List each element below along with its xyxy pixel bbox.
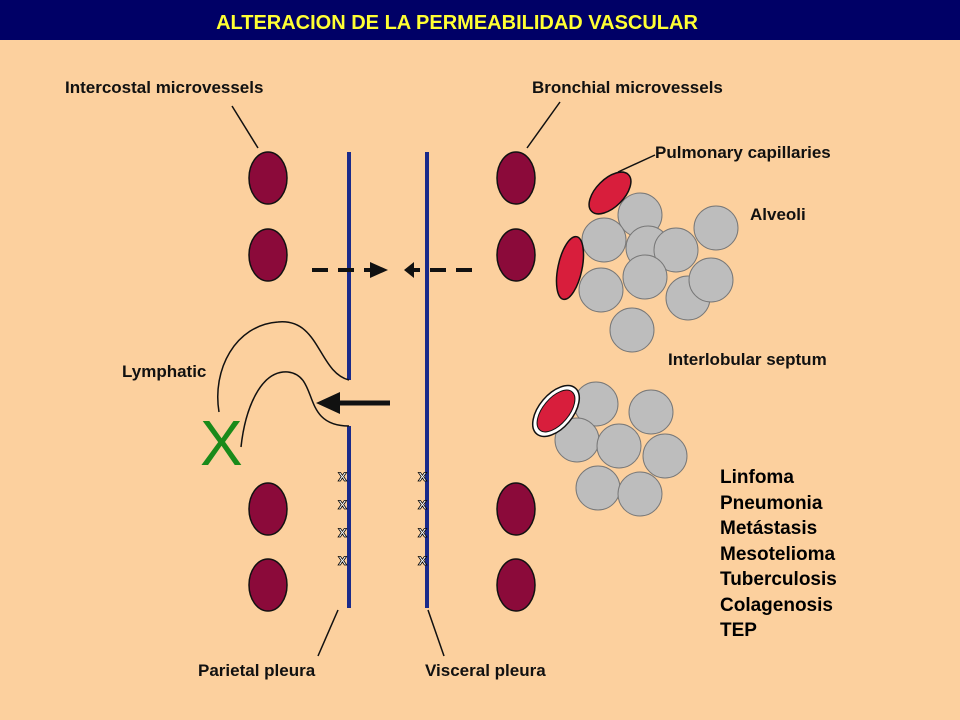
arrow-left-icon	[316, 392, 340, 414]
lymphatic-vessel	[217, 321, 350, 448]
x-mark: x	[338, 496, 347, 513]
disease-item: TEP	[720, 620, 757, 641]
solid-arrow	[316, 392, 390, 414]
pleural-diagram: Intercostal microvessels Bronchial micro…	[65, 78, 831, 680]
intercostal-vessels	[248, 151, 288, 612]
capillary	[555, 235, 585, 301]
label-bronchial: Bronchial microvessels	[532, 78, 723, 97]
disease-item: Metástasis	[720, 518, 818, 539]
leader-lines	[231, 101, 656, 657]
alveoli-lower	[554, 381, 688, 517]
x-mark: x	[418, 496, 427, 513]
bronchial-vessel	[496, 151, 536, 205]
alveoli-upper	[578, 192, 739, 353]
disease-item: Linfoma	[720, 467, 794, 488]
x-mark: x	[338, 468, 347, 485]
label-parietal: Parietal pleura	[198, 661, 316, 680]
disease-item: Pneumonia	[720, 492, 823, 514]
disease-item: Mesotelioma	[720, 543, 836, 565]
label-visceral: Visceral pleura	[425, 661, 546, 680]
intercostal-vessel	[248, 482, 288, 536]
disease-item: Colagenosis	[720, 594, 833, 616]
parietal-x-marks: x x x x	[338, 468, 348, 570]
arrow-right-icon	[370, 262, 388, 278]
arrow-left-icon	[404, 262, 414, 278]
x-mark: x	[418, 468, 427, 485]
label-pulmonary: Pulmonary capillaries	[655, 143, 831, 162]
blocked-lymphatic-mark: X	[200, 407, 243, 479]
bronchial-vessel	[496, 558, 536, 612]
intercostal-vessel	[248, 228, 288, 282]
x-mark: x	[418, 552, 427, 569]
label-interlobular: Interlobular septum	[668, 350, 827, 369]
disease-item: Tuberculosis	[720, 569, 837, 590]
label-alveoli: Alveoli	[750, 205, 806, 224]
disease-list: Linfoma Pneumonia Metástasis Mesotelioma…	[720, 465, 837, 644]
label-lymphatic: Lymphatic	[122, 362, 206, 381]
x-mark: x	[338, 552, 347, 569]
intercostal-vessel	[248, 558, 288, 612]
dashed-arrows	[312, 262, 472, 278]
visceral-x-marks: x x x x	[418, 468, 428, 570]
bronchial-vessels	[496, 151, 536, 612]
bronchial-vessel	[496, 228, 536, 282]
x-mark: x	[338, 524, 347, 541]
septum-vessel	[531, 384, 581, 438]
label-intercostal: Intercostal microvessels	[65, 78, 263, 97]
diagram-panel: Intercostal microvessels Bronchial micro…	[0, 40, 960, 720]
pleura-lines	[347, 152, 429, 608]
capillary	[588, 171, 632, 215]
intercostal-vessel	[248, 151, 288, 205]
slide-title: ALTERACION DE LA PERMEABILIDAD VASCULAR	[152, 8, 762, 38]
x-mark: x	[418, 524, 427, 541]
bronchial-vessel	[496, 482, 536, 536]
pulmonary-capillaries	[555, 171, 632, 301]
